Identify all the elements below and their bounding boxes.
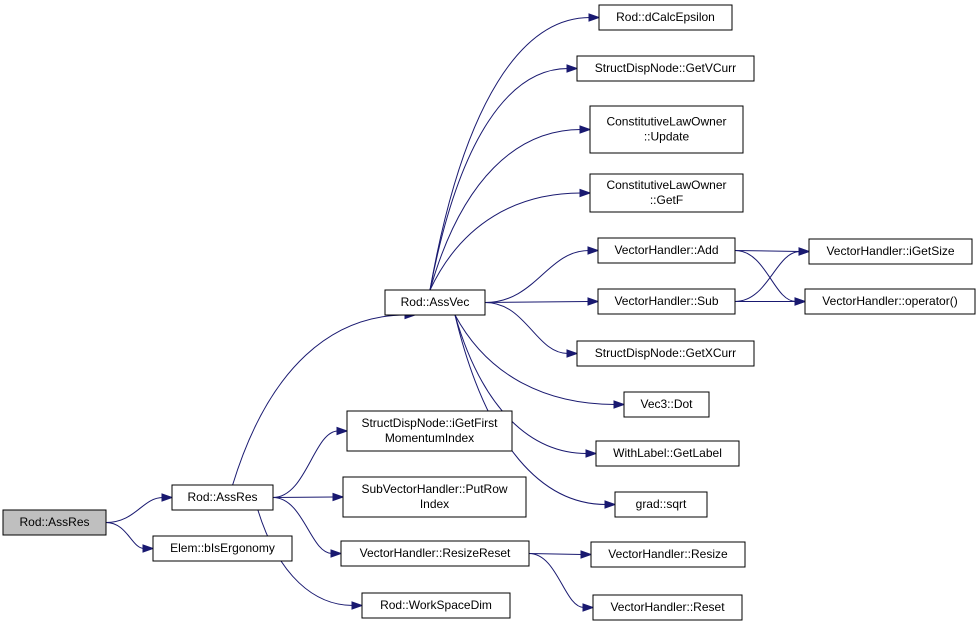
edge-rod-assvec-to-vec3-dot [454, 314, 626, 409]
edge-rod-assvec-to-structdispnode-getvcurr [429, 64, 579, 291]
node-box [171, 484, 274, 511]
node-box [152, 535, 293, 562]
node-label: grad::sqrt [636, 497, 687, 511]
edge-vectorhandler-sub-to-vectorhandler-igetsize [734, 247, 811, 302]
node-label: VectorHandler::Resize [608, 547, 728, 561]
node-label: VectorHandler::Sub [614, 294, 718, 308]
node-rod-assres[interactable]: Rod::AssRes [171, 484, 274, 511]
node-box [595, 440, 740, 467]
node-box [346, 410, 513, 452]
node-constitutivelawowner-getf[interactable]: ConstitutiveLawOwner::GetF [589, 173, 744, 213]
edge-rod-assvec-to-constitutivelawowner-update [429, 125, 592, 291]
node-box [614, 491, 708, 518]
node-label: StructDispNode::GetXCurr [595, 346, 736, 360]
node-box [597, 288, 736, 315]
edge-vectorhandler-resizereset-to-vectorhandler-reset [528, 553, 595, 612]
node-structdispnode-getxcurr[interactable]: StructDispNode::GetXCurr [576, 340, 755, 367]
node-label: Vec3::Dot [640, 397, 693, 411]
nodes-layer: Rod::AssResRod::AssResElem::bIsErgonomyR… [2, 4, 976, 621]
node-label: VectorHandler::operator() [822, 294, 957, 308]
edge-rod-assres-root-to-rod-assres [105, 493, 174, 523]
node-rod-assres-root: Rod::AssRes [2, 509, 107, 536]
node-label: ConstitutiveLawOwner [606, 178, 726, 192]
edge-rod-assres-root-to-elem-bisergonomy [105, 522, 155, 553]
edge-rod-assvec-to-vectorhandler-add [484, 246, 600, 303]
node-box [592, 594, 743, 621]
node-label: Rod::WorkSpaceDim [380, 598, 492, 612]
edge-rod-assres-to-vectorhandler-resizereset [272, 497, 343, 558]
node-box [589, 105, 744, 154]
node-label: Index [420, 497, 449, 511]
node-label: VectorHandler::iGetSize [826, 244, 954, 258]
node-vectorhandler-igetsize[interactable]: VectorHandler::iGetSize [808, 238, 973, 265]
edge-rod-assvec-to-grad-sqrt [454, 314, 617, 509]
node-label: VectorHandler::Add [614, 243, 718, 257]
node-label: Rod::AssRes [19, 515, 89, 529]
node-vectorhandler-reset[interactable]: VectorHandler::Reset [592, 594, 743, 621]
node-box [597, 237, 736, 264]
node-box [804, 288, 976, 315]
node-label: SubVectorHandler::PutRow [361, 482, 507, 496]
edge-rod-assvec-to-rod-dcalcepsilon [429, 13, 601, 291]
node-rod-dcalcepsilon[interactable]: Rod::dCalcEpsilon [598, 4, 733, 31]
edge-rod-assvec-to-vectorhandler-sub [484, 297, 600, 306]
node-box [576, 55, 755, 82]
edge-rod-assres-to-structdispnode-igetfirstmomentumindex [272, 426, 349, 498]
node-elem-bisergonomy[interactable]: Elem::bIsErgonomy [152, 535, 293, 562]
node-vectorhandler-add[interactable]: VectorHandler::Add [597, 237, 736, 264]
edge-rod-assres-to-rod-workspacedim [257, 509, 364, 610]
node-label: VectorHandler::Reset [610, 600, 725, 614]
node-box [598, 4, 733, 31]
node-structdispnode-getvcurr[interactable]: StructDispNode::GetVCurr [576, 55, 755, 82]
edge-rod-assres-to-rod-assvec [232, 310, 417, 486]
node-label: StructDispNode::iGetFirst [361, 416, 498, 430]
node-label: VectorHandler::ResizeReset [360, 546, 511, 560]
node-label: Rod::dCalcEpsilon [616, 10, 715, 24]
node-box [340, 540, 530, 567]
node-label: Rod::AssRes [187, 490, 257, 504]
node-box [361, 592, 511, 619]
edge-rod-assres-to-subvectorhandler-putrowindex [272, 492, 345, 502]
node-box [589, 173, 744, 213]
node-box [2, 509, 107, 536]
node-rod-assvec[interactable]: Rod::AssVec [384, 289, 486, 316]
node-label: ::Update [644, 130, 690, 144]
node-label: StructDispNode::GetVCurr [595, 61, 736, 75]
node-box [590, 541, 746, 568]
node-vectorhandler-resize[interactable]: VectorHandler::Resize [590, 541, 746, 568]
node-label: ConstitutiveLawOwner [606, 115, 726, 129]
node-label: Elem::bIsErgonomy [170, 541, 275, 555]
node-label: ::GetF [650, 193, 683, 207]
node-label: Rod::AssVec [401, 295, 470, 309]
node-box [808, 238, 973, 265]
edges-layer [105, 13, 811, 612]
node-grad-sqrt[interactable]: grad::sqrt [614, 491, 708, 518]
node-vectorhandler-resizereset[interactable]: VectorHandler::ResizeReset [340, 540, 530, 567]
node-vectorhandler-sub[interactable]: VectorHandler::Sub [597, 288, 736, 315]
node-box [384, 289, 486, 316]
node-box [623, 391, 710, 418]
node-label: MomentumIndex [385, 431, 474, 445]
node-vec3-dot[interactable]: Vec3::Dot [623, 391, 710, 418]
node-withlabel-getlabel[interactable]: WithLabel::GetLabel [595, 440, 740, 467]
edge-rod-assvec-to-constitutivelawowner-getf [429, 188, 592, 291]
edge-vectorhandler-resizereset-to-vectorhandler-resize [528, 550, 593, 559]
node-vectorhandler-operator[interactable]: VectorHandler::operator() [804, 288, 976, 315]
node-constitutivelawowner-update[interactable]: ConstitutiveLawOwner::Update [589, 105, 744, 154]
node-label: WithLabel::GetLabel [613, 446, 722, 460]
node-rod-workspacedim[interactable]: Rod::WorkSpaceDim [361, 592, 511, 619]
node-box [576, 340, 755, 367]
edge-vectorhandler-sub-to-vectorhandler-operator [735, 297, 807, 306]
edge-rod-assvec-to-structdispnode-getxcurr [484, 302, 579, 358]
node-box [342, 476, 527, 518]
